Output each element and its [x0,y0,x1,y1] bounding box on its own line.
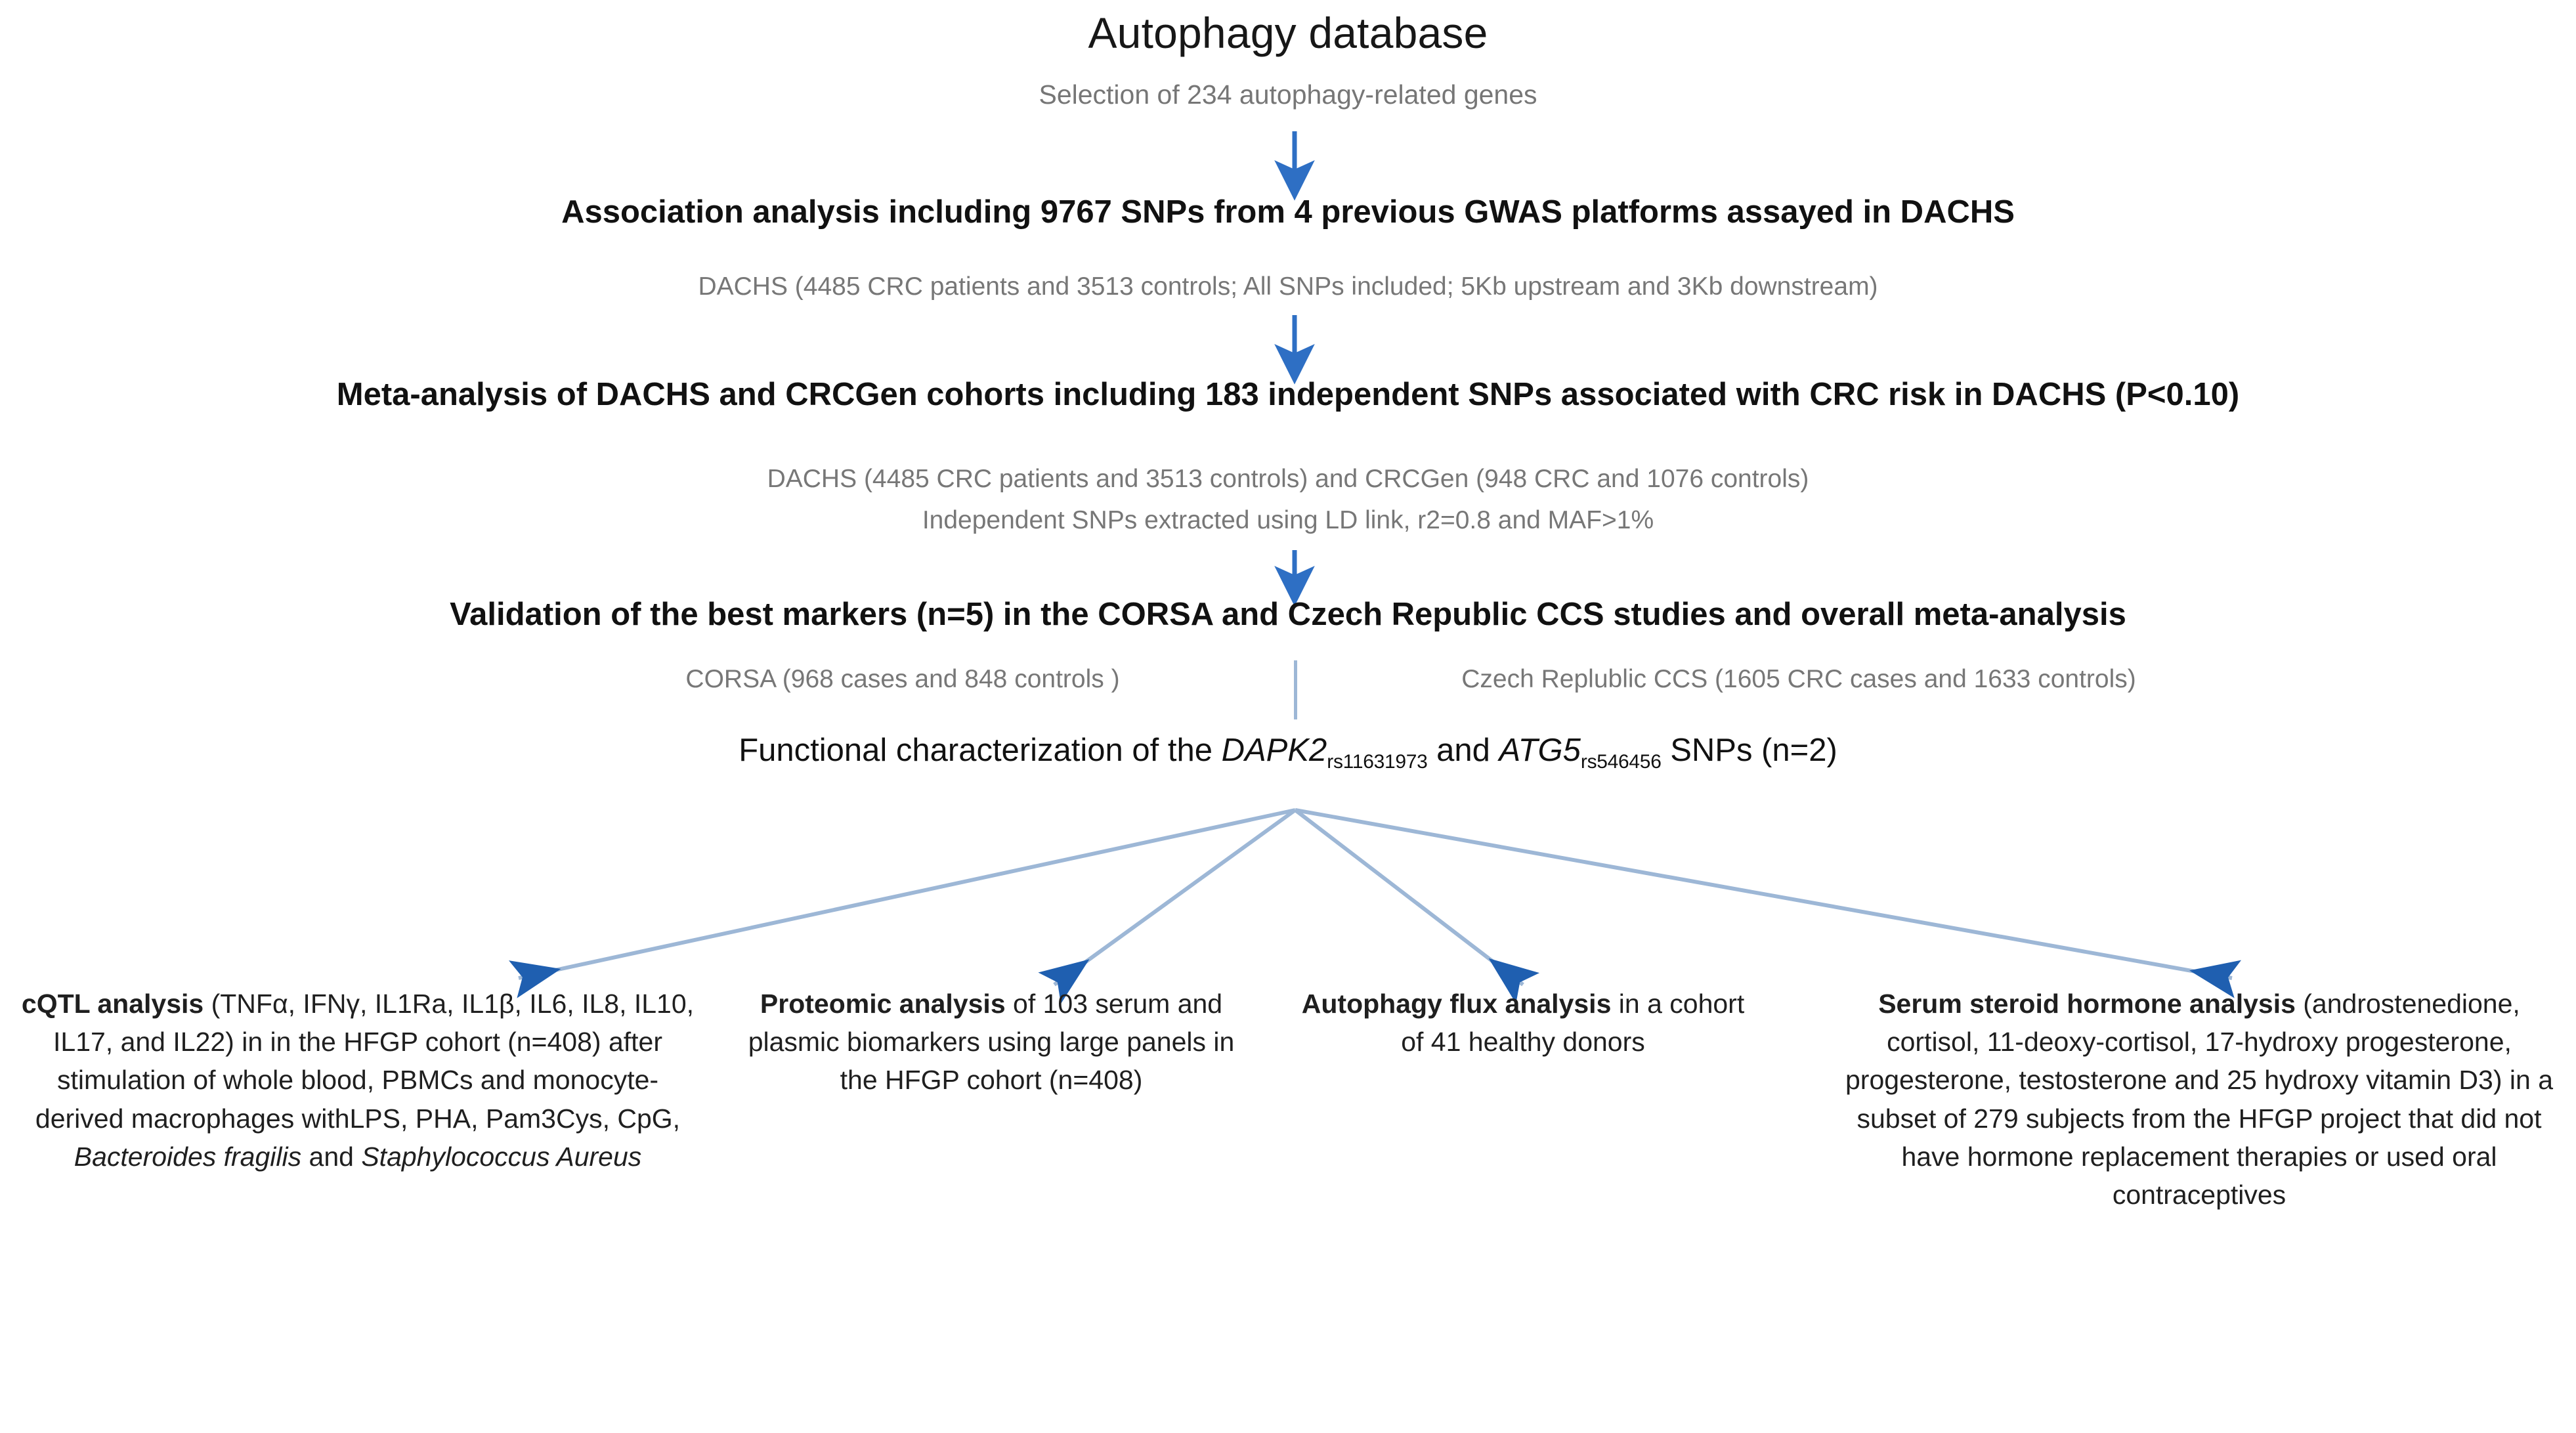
branch-4-body-a: (androstenedione, cortisol, 11-deoxy-cor… [1845,989,2553,1210]
gene-atg5-rsid: rs546456 [1580,751,1662,773]
step-3-caption-czech: Czech Replublic CCS (1605 CRC cases and … [1461,665,2136,693]
caption-divider [1294,660,1297,719]
branch-1-body-b: and [301,1141,362,1172]
diagram-title: Autophagy database [1088,9,1488,57]
branch-3-lead: Autophagy flux analysis [1301,989,1612,1019]
step-3-title: Validation of the best markers (n=5) in … [450,597,2126,632]
step-2-caption-line-2: Independent SNPs extracted using LD link… [922,506,1654,534]
gene-atg5: ATG5 [1499,733,1581,768]
branch-serum-steroid-hormone-analysis: Serum steroid hormone analysis (androste… [1832,985,2567,1214]
diagram-subtitle: Selection of 234 autophagy-related genes [1039,79,1537,110]
arrow-branch-2 [1038,808,1297,1004]
arrow-branch-1 [508,808,1296,998]
step-1-title: Association analysis including 9767 SNPs… [561,194,2015,230]
branch-1-species-2: Staphylococcus Aureus [361,1141,642,1172]
step-3-caption-corsa: CORSA (968 cases and 848 controls ) [685,665,1120,693]
functional-prefix: Functional characterization of the [739,733,1222,768]
branch-cqtl-analysis: cQTL analysis (TNFα, IFNγ, IL1Ra, IL1β, … [20,985,696,1176]
branch-2-body-a: of 103 serum and plasmic biomarkers usin… [748,989,1235,1096]
branch-autophagy-flux-analysis: Autophagy flux analysis in a cohort of 4… [1287,985,1759,1061]
step-1-caption: DACHS (4485 CRC patients and 3513 contro… [698,272,1878,301]
branch-2-lead: Proteomic analysis [760,989,1006,1019]
arrow-branch-3 [1294,808,1540,1004]
branch-proteomic-analysis: Proteomic analysis of 103 serum and plas… [742,985,1241,1100]
branch-1-body-a: (TNFα, IFNγ, IL1Ra, IL1β, IL6, IL8, IL10… [35,989,695,1134]
arrow-branch-4 [1295,808,2242,998]
gene-dapk2-rsid: rs11631973 [1327,751,1428,773]
functional-middle: and [1427,733,1499,768]
step-2-caption-line-1: DACHS (4485 CRC patients and 3513 contro… [767,465,1809,493]
branch-1-lead: cQTL analysis [21,989,204,1019]
functional-suffix: SNPs (n=2) [1661,733,1837,768]
functional-characterization-title: Functional characterization of the DAPK2… [0,730,2576,773]
branch-4-lead: Serum steroid hormone analysis [1878,989,2296,1019]
gene-dapk2: DAPK2 [1221,733,1327,768]
branch-3-body-a: in a cohort of 41 healthy donors [1401,989,1745,1058]
branch-1-species-1: Bacteroides fragilis [74,1141,302,1172]
step-2-title: Meta-analysis of DACHS and CRCGen cohort… [336,377,2240,412]
